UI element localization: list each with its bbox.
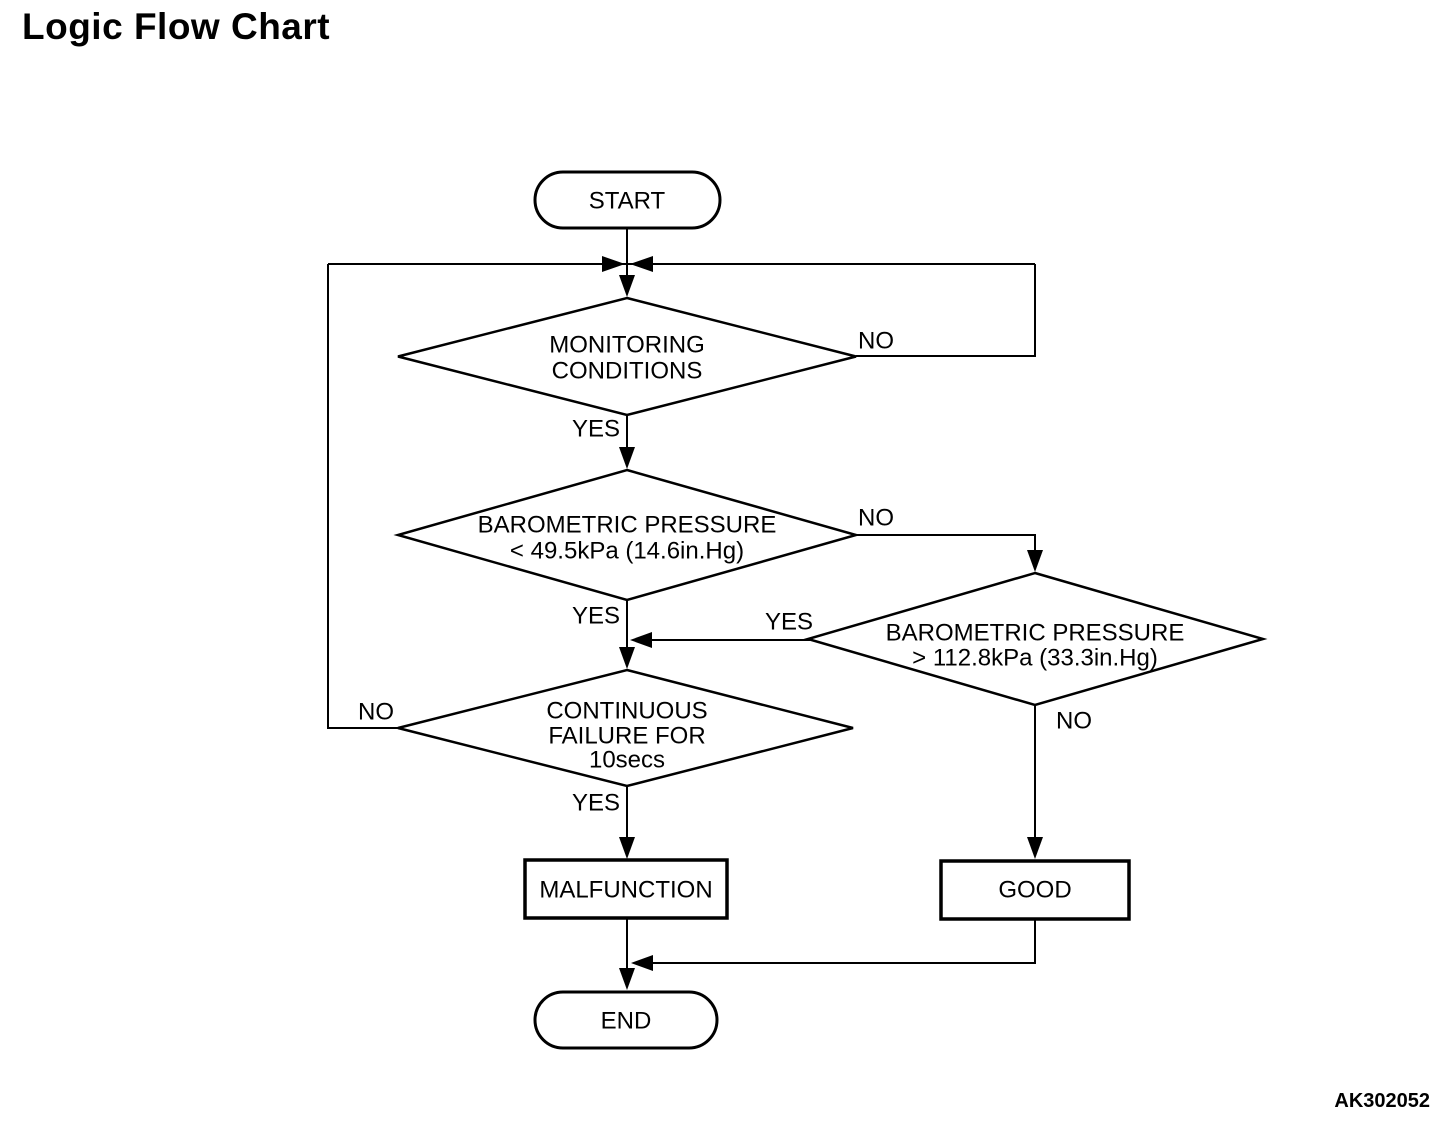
edge-label-barometric-high-yes: YES <box>765 609 813 636</box>
edge-label-barometric-low-no: NO <box>858 505 894 532</box>
barometric-pressure-high-decision <box>803 571 1268 707</box>
edge-label-monitoring-yes: YES <box>572 416 620 443</box>
edge-barometric-low-no-line <box>856 534 1036 569</box>
edge-label-continuous-no: NO <box>358 699 394 726</box>
loop-left-vertical-line <box>327 264 398 729</box>
monitoring-conditions-label-line2: CONDITIONS <box>552 358 703 385</box>
arrowhead-down-into-monitoring <box>619 275 635 297</box>
arrowhead-down-into-barometric-low <box>619 447 635 469</box>
malfunction-node-label: MALFUNCTION <box>539 877 712 904</box>
monitoring-conditions-decision <box>397 296 857 417</box>
barometric-high-label-line2: > 112.8kPa (33.3in.Hg) <box>912 645 1158 672</box>
good-node-label: GOOD <box>998 877 1071 904</box>
edge-good-merge-line <box>634 919 1036 964</box>
page-title: Logic Flow Chart <box>22 6 331 47</box>
barometric-high-label-line1: BAROMETRIC PRESSURE <box>886 620 1185 647</box>
barometric-low-label-line1: BAROMETRIC PRESSURE <box>478 512 777 539</box>
continuous-failure-label-line2: FAILURE FOR <box>548 723 705 750</box>
edge-label-barometric-low-yes: YES <box>572 603 620 630</box>
good-node <box>939 859 1131 921</box>
monitoring-conditions-label-line1: MONITORING <box>549 332 705 359</box>
arrowhead-down-into-end <box>619 968 635 990</box>
arrowhead-left-good-merge <box>631 955 653 971</box>
start-node <box>533 170 722 230</box>
arrowhead-down-into-good <box>1027 837 1043 859</box>
end-node <box>533 990 719 1050</box>
arrowhead-down-into-malfunction <box>619 837 635 859</box>
malfunction-node <box>523 858 729 920</box>
arrowhead-right-top-junction <box>602 256 625 272</box>
barometric-low-label-line2: < 49.5kPa (14.6in.Hg) <box>510 538 744 565</box>
edge-label-continuous-yes: YES <box>572 790 620 817</box>
edge-label-barometric-high-no: NO <box>1056 708 1092 735</box>
edge-label-monitoring-no: NO <box>858 328 894 355</box>
edge-monitoring-no-line <box>856 264 1036 357</box>
continuous-failure-label-line1: CONTINUOUS <box>546 698 707 725</box>
end-node-label: END <box>601 1008 652 1035</box>
arrowhead-down-into-barometric-high <box>1027 550 1043 572</box>
continuous-failure-decision <box>397 668 854 788</box>
arrowhead-left-top-junction <box>630 256 653 272</box>
arrowhead-left-barometric-high-yes <box>630 632 652 648</box>
continuous-failure-label-line3: 10secs <box>589 747 665 774</box>
start-node-label: START <box>589 188 666 215</box>
arrowhead-down-into-continuous <box>619 647 635 669</box>
barometric-pressure-low-decision <box>393 468 861 602</box>
arrowheads <box>602 256 1043 990</box>
figure-code: AK302052 <box>1334 1090 1430 1112</box>
